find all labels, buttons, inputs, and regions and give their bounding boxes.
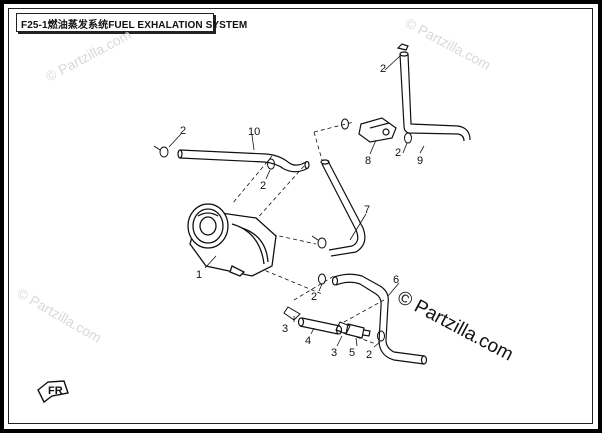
callout-3-left: 3	[282, 323, 288, 335]
callout-10: 10	[248, 126, 260, 138]
callout-3-right: 3	[331, 347, 337, 359]
callout-1: 1	[196, 269, 202, 281]
part-7-hose	[320, 159, 366, 257]
part-6-hose	[331, 273, 428, 365]
callout-8: 8	[365, 155, 371, 167]
callout-labels: 1 2 2 2 2 2 2 3 3 4 5 6 7 8 9 10	[180, 63, 423, 361]
clamp-top	[341, 118, 412, 144]
part-10-hose	[177, 149, 310, 173]
diagram-frame	[8, 8, 593, 424]
callout-7: 7	[364, 204, 370, 216]
exploded-parts-diagram: © Partzilla.com © Partzilla.com © Partzi…	[15, 15, 517, 404]
callout-9: 9	[417, 155, 423, 167]
part-5-joint	[345, 323, 371, 339]
callout-2-top-left: 2	[180, 125, 186, 137]
leader-lines	[168, 55, 425, 348]
callout-6: 6	[393, 274, 399, 286]
front-arrow-label: FR	[48, 385, 63, 397]
diagram-sheet: F25-1燃油蒸发系统FUEL EXHALATION SYSTEM © Part…	[4, 4, 598, 429]
part-4-hose	[297, 317, 343, 335]
page-title: F25-1燃油蒸发系统FUEL EXHALATION SYSTEM	[21, 20, 248, 31]
callout-4: 4	[305, 335, 311, 347]
callout-2-lower-right: 2	[366, 349, 372, 361]
part-8-valve	[358, 117, 397, 143]
callout-2-top: 2	[380, 63, 386, 75]
callout-2-lower-mid: 2	[311, 291, 317, 303]
watermark-main: © Partzilla.com	[394, 287, 517, 366]
part-1-canister	[187, 203, 277, 277]
callout-2-valve: 2	[395, 147, 401, 159]
clamp-upper-left	[153, 145, 275, 170]
watermark-left: © Partzilla.com	[15, 285, 105, 346]
watermark-top: © Partzilla.com	[43, 26, 134, 84]
callout-5: 5	[349, 347, 355, 359]
title-box: F25-1燃油蒸发系统FUEL EXHALATION SYSTEM	[16, 13, 247, 32]
callout-2-mid-left: 2	[260, 180, 266, 192]
front-direction-arrow: FR	[37, 380, 69, 404]
clamp-mid	[311, 235, 327, 249]
watermark-top-right: © Partzilla.com	[403, 15, 494, 73]
